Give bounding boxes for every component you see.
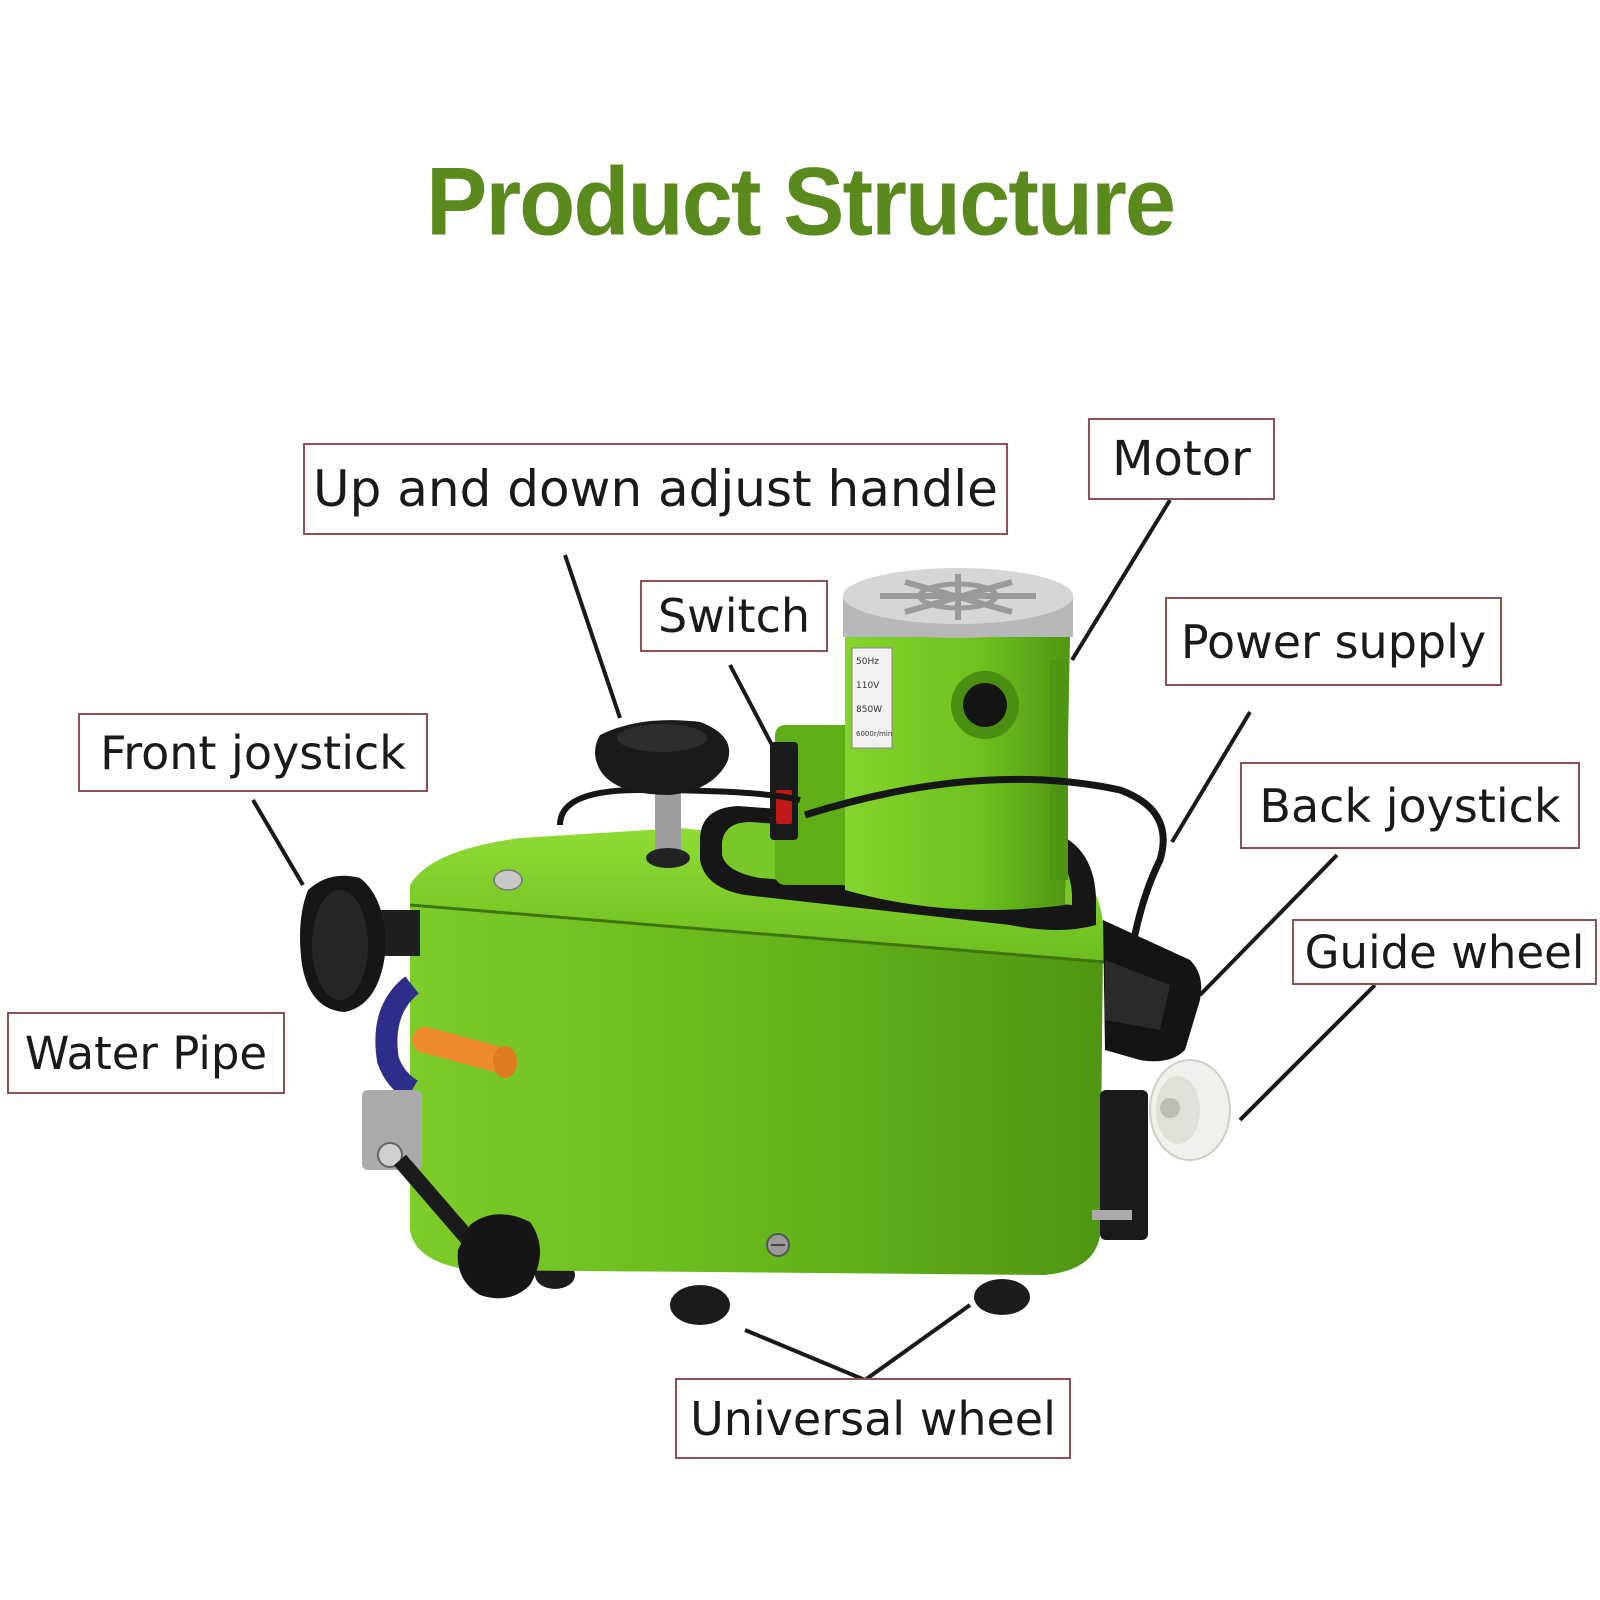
label-up-down-adjust-handle: Up and down adjust handle — [303, 443, 1008, 535]
up-down-handle-knob — [595, 720, 730, 868]
leader-power-supply — [1170, 710, 1252, 844]
switch-icon — [770, 742, 798, 840]
label-back-joystick: Back joystick — [1240, 762, 1580, 849]
diagram-title: Product Structure — [425, 148, 1176, 256]
leader-front-joystick — [251, 798, 305, 887]
label-switch: Switch — [640, 580, 828, 652]
leader-motor — [1070, 498, 1172, 662]
leader-switch — [728, 664, 774, 746]
motor-plate-line2: 110V — [856, 681, 880, 691]
label-guide-wheel: Guide wheel — [1292, 919, 1597, 985]
label-motor: Motor — [1088, 418, 1275, 500]
motor: 50Hz 110V 850W 6000r/min — [775, 568, 1073, 910]
guide-wheel — [1092, 1059, 1231, 1240]
back-joystick-bracket — [1103, 920, 1202, 1062]
leader-universal-wheel — [744, 1303, 972, 1383]
leader-back-joystick — [1198, 853, 1339, 997]
front-joystick-knob — [300, 875, 420, 1012]
motor-plate-line3: 850W — [856, 705, 882, 715]
water-pipe — [375, 976, 517, 1100]
leader-up-down-handle — [563, 554, 622, 719]
universal-wheels — [535, 1261, 1030, 1325]
label-universal-wheel: Universal wheel — [675, 1378, 1071, 1459]
front-lower-bracket — [362, 1090, 540, 1299]
label-power-supply: Power supply — [1165, 597, 1502, 686]
label-front-joystick: Front joystick — [78, 713, 428, 792]
motor-plate-line4: 6000r/min — [856, 730, 892, 738]
label-water-pipe: Water Pipe — [7, 1012, 285, 1094]
motor-plate-line1: 50Hz — [856, 657, 879, 667]
leader-guide-wheel — [1238, 983, 1377, 1122]
